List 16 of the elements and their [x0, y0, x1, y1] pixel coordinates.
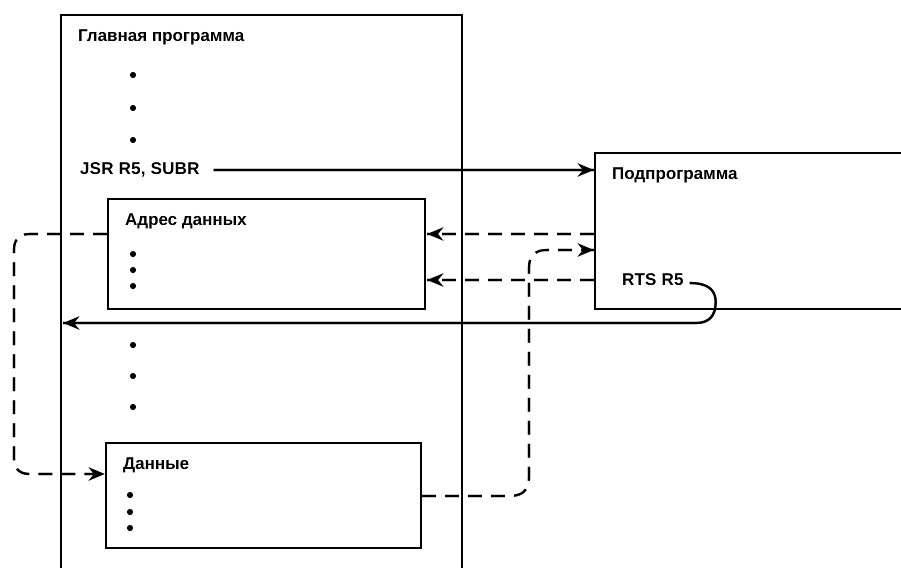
subroutine-box [594, 152, 901, 310]
data-box [105, 442, 422, 549]
arrow [63, 282, 717, 330]
box-title: Главная программа [78, 26, 244, 46]
arrow [427, 273, 594, 287]
arrow [214, 163, 594, 177]
box-title: Подпрограмма [612, 164, 738, 184]
instruction-text: JSR R5, SUBR [80, 159, 200, 179]
instruction-text: RTS R5 [622, 270, 684, 290]
box-title: Адрес данных [125, 210, 247, 230]
arrow [427, 227, 594, 241]
arrow [422, 243, 594, 498]
box-title: Данные [123, 454, 190, 474]
program-box [60, 14, 463, 568]
arrow [12, 232, 107, 481]
data-address-box [107, 198, 426, 310]
